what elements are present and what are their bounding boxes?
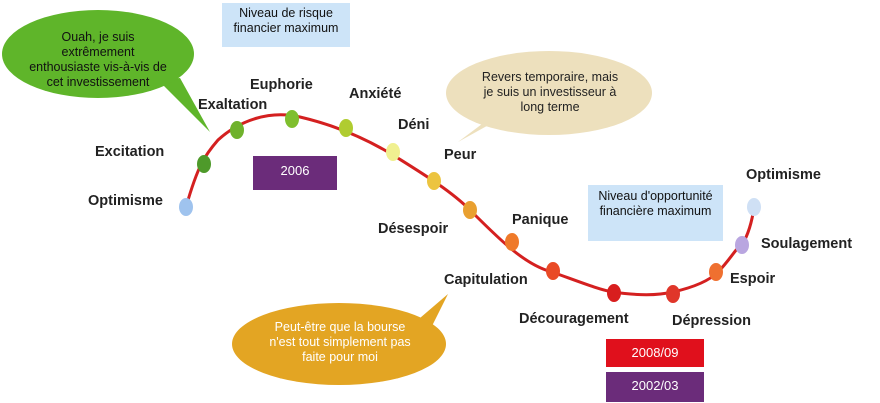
stage-label-peur: Peur (444, 147, 477, 163)
stage-dot-6 (386, 143, 400, 161)
stage-dot-7 (427, 172, 441, 190)
stage-label-anxiete: Anxiété (349, 86, 402, 102)
stage-dot-1 (179, 198, 193, 216)
stage-dot-5 (339, 119, 353, 137)
stage-label-depression: Dépression (672, 313, 751, 329)
stage-dot-8 (463, 201, 477, 219)
bubble-text-top-left: Ouah, je suis extrêmement enthousiaste v… (29, 30, 167, 89)
stage-label-excitation: Excitation (95, 144, 165, 160)
stage-dot-15 (747, 198, 761, 216)
stage-dot-12 (666, 285, 680, 303)
stage-label-optimisme-2: Optimisme (746, 167, 821, 183)
stage-dot-14 (735, 236, 749, 254)
speech-bubble-bottom (232, 303, 446, 385)
stage-label-soulagement: Soulagement (761, 236, 853, 252)
speech-bubble-top-left (2, 10, 194, 98)
bubble-text-top-right: Revers temporaire, mais je suis un inves… (481, 70, 619, 114)
max-risk-box: Niveau de risque financier maximum (222, 3, 350, 47)
year-label-trough-1: 2008/09 (606, 339, 704, 367)
stage-label-euphorie: Euphorie (250, 77, 313, 93)
stage-label-capitulation: Capitulation (444, 272, 528, 288)
stage-dot-13 (709, 263, 723, 281)
stage-label-desespoir: Désespoir (378, 221, 449, 237)
stage-label-optimisme: Optimisme (88, 193, 163, 209)
stage-dot-3 (230, 121, 244, 139)
bubble-text-bottom: Peut-être que la bourse n'est tout simpl… (269, 320, 411, 364)
bubble-tail-top-left (158, 78, 210, 132)
speech-bubble-top-right (446, 51, 652, 135)
stage-dot-9 (505, 233, 519, 251)
stage-dot-10 (546, 262, 560, 280)
stage-dot-11 (607, 284, 621, 302)
stage-dot-2 (197, 155, 211, 173)
stage-label-exaltation: Exaltation (198, 97, 268, 113)
stage-label-espoir: Espoir (730, 271, 776, 287)
stage-dot-4 (285, 110, 299, 128)
year-label-peak: 2006 (253, 156, 337, 190)
stage-label-panique: Panique (512, 212, 569, 228)
max-opportunity-box: Niveau d'opportunité financière maximum (588, 185, 723, 241)
stage-label-deni: Déni (398, 117, 430, 133)
year-label-trough-2: 2002/03 (606, 372, 704, 402)
stage-label-decouragement: Découragement (519, 311, 629, 327)
